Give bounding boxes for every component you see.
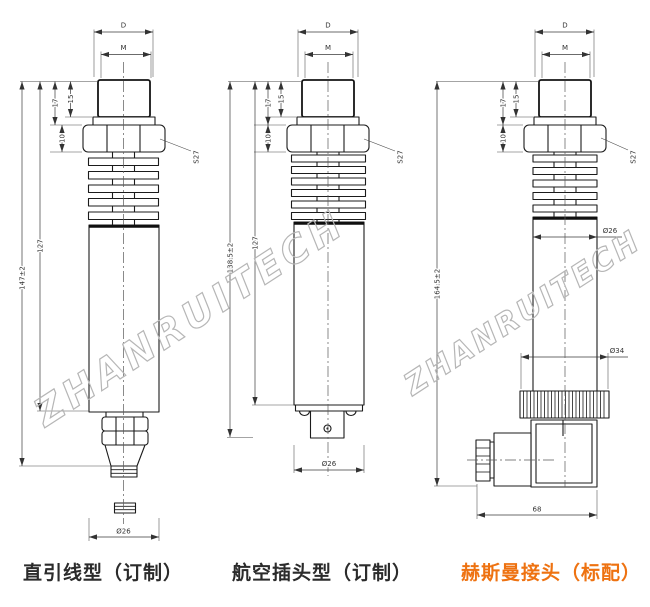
dim-label-overall-length: 138.5±2 (227, 243, 235, 273)
caption-aviation: 航空插头型（订制） (232, 562, 413, 584)
dim-label-thread-length: 15 (67, 95, 75, 104)
dim-label-body-dia: Ø26 (322, 460, 337, 468)
dimension-lines (19, 29, 192, 541)
dim-label-body-length: 127 (37, 239, 45, 252)
dim-label-outer-dia: D (325, 22, 330, 30)
dim-label-thread: M (562, 44, 568, 52)
dim-label-body-dia: Ø26 (116, 528, 131, 536)
dim-label-outer-dia: D (121, 22, 126, 30)
dim-label-thread: M (325, 44, 331, 52)
dim-label-thread: M (120, 44, 126, 52)
cable-gland (101, 411, 149, 467)
dim-label-thread-length: 15 (278, 95, 286, 104)
dim-label-outer-dia: D (562, 22, 567, 30)
sensor-body (293, 221, 365, 406)
process-connection-head (82, 79, 166, 153)
dim-label-body-length: 127 (252, 236, 260, 249)
dim-label-hex-flats: S27 (630, 150, 638, 163)
dim-label-head-length: 17 (500, 99, 508, 108)
drawing-aviation-plug-type: D M 15 17 10 S27 127 138.5±2 Ø26 (225, 20, 406, 476)
dim-label-connector-width: 68 (533, 506, 542, 514)
dim-label-body-dia: Ø26 (603, 227, 618, 235)
dim-label-hex-height: 10 (59, 134, 67, 143)
dim-label-head-length: 17 (265, 99, 273, 108)
caption-hirschmann: 赫斯曼接头（标配） (461, 562, 642, 584)
dim-label-hex-flats: S27 (397, 150, 405, 163)
caption-direct-lead: 直引线型（订制） (22, 562, 183, 584)
drawing-hirschmann-type: D M 15 17 10 S27 164.5±2 Ø26 Ø34 68 (432, 20, 639, 519)
dim-label-overall-length: 164.5±2 (434, 269, 442, 299)
dim-label-head-length: 17 (52, 99, 60, 108)
dim-label-hex-height: 10 (265, 134, 273, 143)
dim-label-hex-flats: S27 (193, 150, 201, 163)
dimension-lines (434, 29, 629, 519)
dim-label-hex-height: 10 (500, 134, 508, 143)
dimension-lines (227, 29, 396, 473)
lead-cable (110, 465, 138, 514)
dim-label-thread-length: 15 (513, 95, 521, 104)
drawing-direct-lead-type: D M 15 17 10 S27 127 147±2 Ø26 (17, 20, 202, 541)
sensor-body (88, 224, 160, 413)
cooling-fins (290, 152, 367, 223)
knurled-ring (519, 390, 610, 419)
hirschmann-connector (475, 419, 598, 488)
dim-label-overall-length: 147±2 (19, 266, 27, 290)
dim-label-knurl-dia: Ø34 (610, 347, 625, 355)
aviation-connector (294, 404, 364, 439)
